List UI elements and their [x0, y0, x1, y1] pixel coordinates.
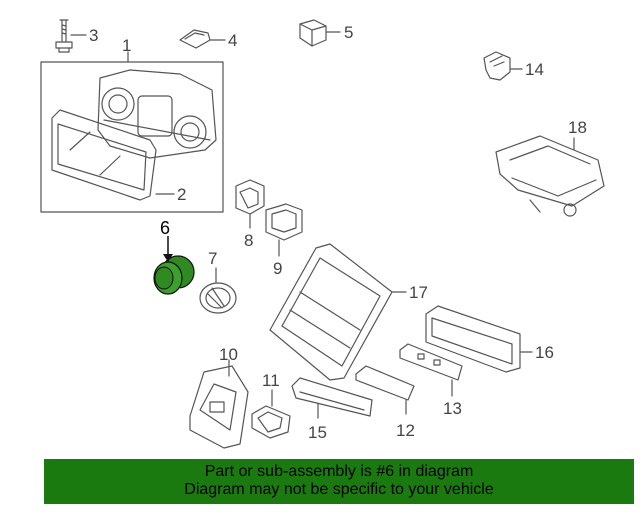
part-17-trim-panel[interactable] — [269, 243, 407, 381]
part-18-airbag-module[interactable] — [495, 135, 605, 217]
part-12-insert[interactable] — [355, 365, 415, 415]
part-9-switch[interactable] — [265, 203, 303, 257]
callout-2: 2 — [177, 185, 186, 204]
part-10-bezel[interactable] — [189, 359, 249, 449]
part-3-bolt[interactable] — [55, 19, 87, 53]
callout-18: 18 — [568, 118, 587, 137]
callout-8: 8 — [244, 231, 253, 250]
callout-11: 11 — [262, 371, 280, 390]
callout-9: 9 — [273, 259, 282, 278]
callout-7: 7 — [208, 249, 217, 268]
part-15-switch-assembly[interactable] — [291, 377, 373, 419]
part-16-climate-control[interactable] — [425, 305, 533, 373]
callout-5: 5 — [344, 23, 353, 42]
callout-15: 15 — [308, 423, 327, 442]
callout-16: 16 — [535, 343, 554, 362]
banner-line-1: Part or sub-assembly is #6 in diagram — [204, 463, 474, 480]
part-7-bezel-ring[interactable] — [199, 267, 237, 314]
part-1-instrument-cluster[interactable] — [97, 69, 217, 159]
callout-6: 6 — [160, 218, 170, 238]
callout-3: 3 — [89, 26, 98, 45]
callout-14: 14 — [525, 60, 544, 79]
part-8-switch[interactable] — [235, 179, 265, 229]
callout-4: 4 — [228, 31, 237, 50]
callout-10: 10 — [219, 345, 238, 364]
parts-diagram: 3 4 5 1 2 14 18 6 7 8 9 17 16 10 11 13 1… — [40, 19, 605, 449]
part-2-lens[interactable] — [51, 109, 175, 201]
info-banner: Part or sub-assembly is #6 in diagram Di… — [44, 459, 634, 504]
banner-line-2: Diagram may not be specific to your vehi… — [184, 481, 494, 498]
callout-1-box — [40, 61, 224, 213]
part-6-control-knob[interactable] — [153, 236, 195, 295]
part-11-switch[interactable] — [251, 389, 291, 439]
part-13-switch-panel[interactable] — [399, 343, 463, 397]
callout-13: 13 — [443, 399, 462, 418]
part-5-clip[interactable] — [299, 19, 341, 47]
part-14-clip[interactable] — [483, 51, 523, 81]
callout-17: 17 — [409, 283, 428, 302]
callout-1: 1 — [122, 36, 131, 55]
callout-12: 12 — [396, 421, 415, 440]
part-4-clip[interactable] — [179, 29, 226, 49]
